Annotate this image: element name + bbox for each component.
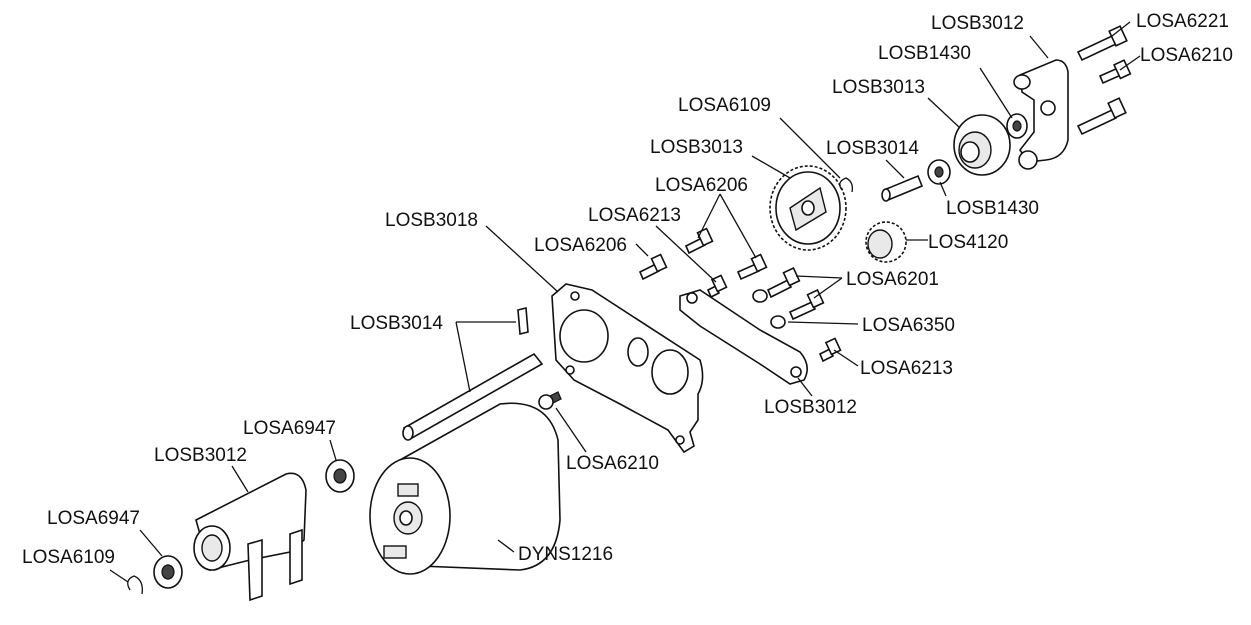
- screw-losa6210-mid: [538, 391, 562, 410]
- label-losa6213-top: LOSA6213: [588, 205, 681, 226]
- label-losa6350: LOSA6350: [862, 315, 955, 336]
- bracket-losb3012-left: [193, 472, 307, 602]
- label-losb3013-left: LOSB3013: [650, 137, 743, 158]
- idler-gear-losb3013-right: [953, 114, 1011, 176]
- label-losa6206-top: LOSA6206: [655, 175, 748, 196]
- label-losa6213-right: LOSA6213: [860, 358, 953, 379]
- screw-losa6213-top: [706, 274, 728, 299]
- screw-losa6213-right: [818, 337, 842, 363]
- label-losa6109-top: LOSA6109: [678, 95, 771, 116]
- label-los4120: LOS4120: [928, 232, 1009, 253]
- label-losa6947-left: LOSA6947: [47, 508, 140, 529]
- screw-losa6206-right: [736, 253, 768, 281]
- label-losb3012-top: LOSB3012: [931, 13, 1024, 34]
- label-losa6210-mid: LOSA6210: [566, 453, 659, 474]
- pin-losb3014-top: [881, 174, 924, 202]
- washer-a: [752, 289, 768, 303]
- label-losb3012-left: LOSB3012: [154, 445, 247, 466]
- label-losb3012-mid: LOSB3012: [764, 397, 857, 418]
- label-losb3014-mid: LOSB3014: [350, 313, 443, 334]
- label-losa6947-mid: LOSA6947: [243, 418, 336, 439]
- shaft-losb3014-long: [402, 352, 544, 441]
- leader-lines: [109, 21, 1141, 583]
- motor-dyns1216: [369, 402, 561, 575]
- bracket-losb3012-mid: [679, 289, 808, 385]
- washer-losa6350: [770, 315, 786, 329]
- label-losa6206-left: LOSA6206: [534, 235, 627, 256]
- label-dyns1216: DYNS1216: [518, 544, 614, 565]
- top-bracket-part: [1013, 59, 1069, 170]
- label-losb3013-right: LOSB3013: [832, 77, 925, 98]
- pinion-los4120: [865, 221, 907, 263]
- bearing-losa6947-left: [153, 555, 183, 589]
- screw-losa6206-left: [638, 253, 668, 281]
- screw-long-right: [1076, 97, 1127, 136]
- motor-plate-losb3018: [551, 283, 704, 454]
- label-losb1430-top: LOSB1430: [878, 43, 971, 64]
- screw-losa6206-top: [684, 227, 714, 255]
- label-losb3014-top: LOSB3014: [826, 138, 919, 159]
- spur-gear-losb3013-left: [769, 165, 847, 251]
- label-losa6201: LOSA6201: [846, 269, 939, 290]
- label-losa6210-top: LOSA6210: [1140, 45, 1233, 66]
- clip-losa6109-left: [127, 575, 143, 595]
- screw-losa6201-a: [766, 267, 801, 299]
- label-losb1430-right: LOSB1430: [946, 198, 1039, 219]
- label-losa6221: LOSA6221: [1136, 11, 1229, 32]
- clip-losa6109-top: [839, 177, 854, 193]
- label-losa6109-left: LOSA6109: [22, 547, 115, 568]
- screw-losa6221: [1076, 25, 1128, 62]
- label-losb3018: LOSB3018: [385, 210, 478, 231]
- pin-losb3014-small: [517, 306, 529, 336]
- screw-losa6210-top: [1098, 59, 1132, 85]
- bearing-losa6947-mid: [325, 459, 355, 493]
